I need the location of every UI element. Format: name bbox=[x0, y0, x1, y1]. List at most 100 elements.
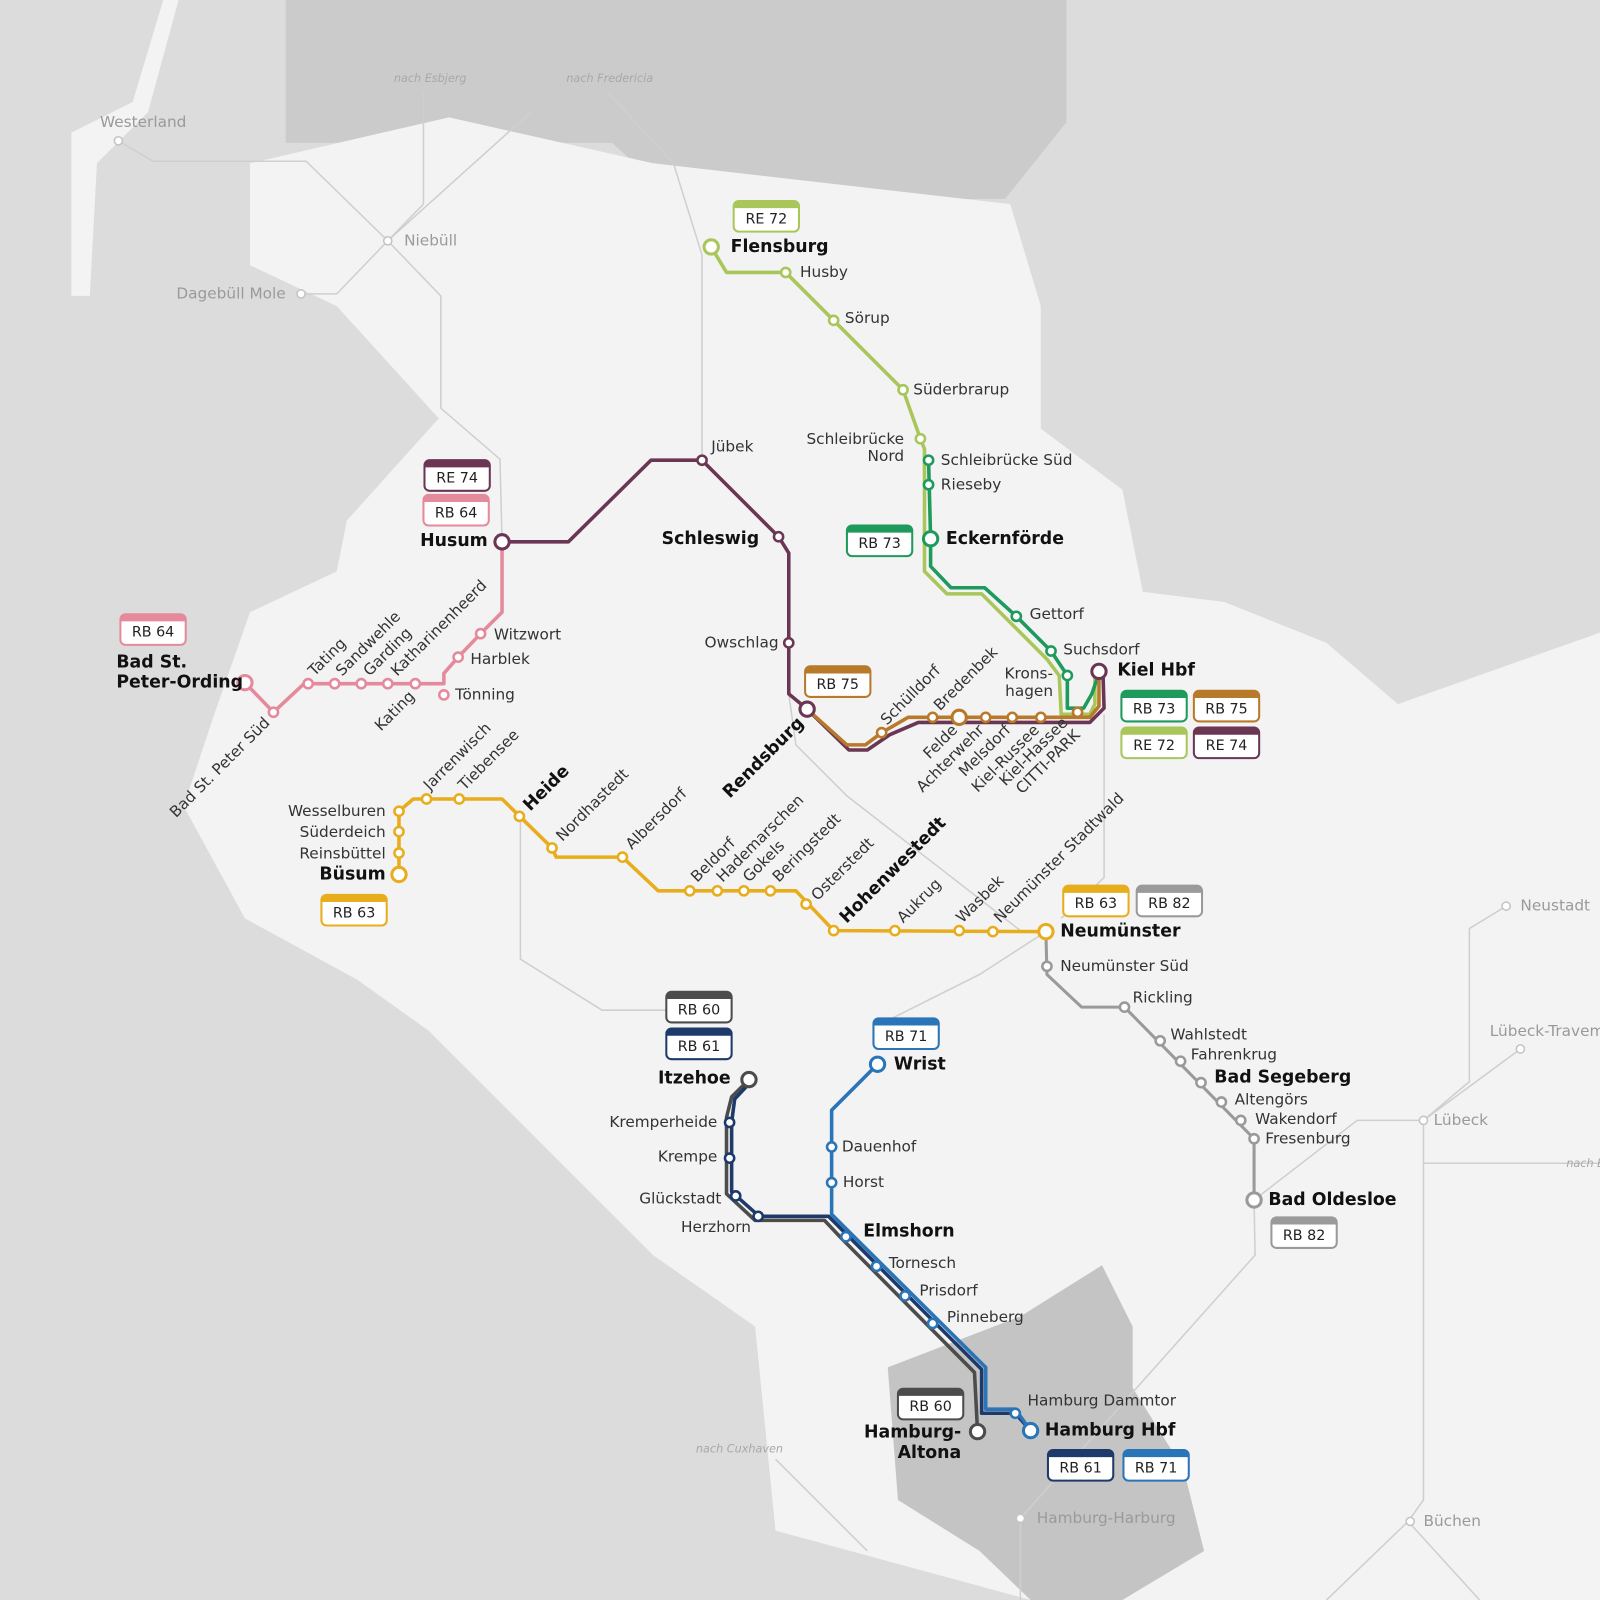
line-badge[interactable]: RB 61 bbox=[665, 1027, 733, 1061]
line-badge[interactable]: RB 75 bbox=[1192, 689, 1261, 723]
station-label[interactable]: Itzehoe bbox=[657, 1068, 731, 1089]
station-label[interactable]: Büsum bbox=[319, 864, 386, 885]
station-label[interactable]: Sörup bbox=[844, 308, 890, 328]
station-label[interactable]: Fahrenkrug bbox=[1190, 1045, 1277, 1064]
station-marker[interactable] bbox=[546, 842, 558, 854]
station-marker[interactable] bbox=[452, 651, 465, 664]
station-label[interactable]: Bad St. Peter-Ording bbox=[116, 652, 244, 693]
station-marker[interactable] bbox=[840, 1230, 852, 1243]
station-marker[interactable] bbox=[1154, 1034, 1167, 1047]
station-label[interactable]: Dauenhof bbox=[841, 1137, 917, 1156]
station-marker[interactable] bbox=[782, 636, 795, 649]
station-label[interactable]: Owschlag bbox=[704, 633, 779, 652]
station-label[interactable]: Reinsbüttel bbox=[299, 844, 386, 863]
station-marker[interactable] bbox=[868, 1055, 887, 1073]
station-label[interactable]: Krons- hagen bbox=[1004, 664, 1054, 700]
station-label[interactable]: Tönning bbox=[455, 685, 515, 704]
station-label[interactable]: Kremperheide bbox=[609, 1112, 718, 1132]
station-marker[interactable] bbox=[968, 1422, 987, 1441]
station-label[interactable]: Kiel Hbf bbox=[1117, 660, 1195, 681]
station-marker[interactable] bbox=[390, 865, 408, 884]
station-marker[interactable] bbox=[420, 793, 433, 805]
station-label[interactable]: Wrist bbox=[893, 1054, 946, 1075]
station-marker[interactable] bbox=[752, 1210, 765, 1223]
station-marker[interactable] bbox=[779, 266, 792, 279]
line-badge[interactable]: RB 71 bbox=[872, 1017, 940, 1050]
station-label[interactable]: Neumünster bbox=[1060, 921, 1181, 942]
station-label[interactable]: Glückstadt bbox=[639, 1189, 722, 1208]
station-marker[interactable] bbox=[453, 793, 466, 805]
station-marker[interactable] bbox=[1195, 1076, 1207, 1089]
station-marker[interactable] bbox=[827, 314, 840, 327]
line-badge[interactable]: RB 73 bbox=[845, 524, 914, 558]
station-label[interactable]: Elmshorn bbox=[863, 1221, 955, 1242]
station-marker[interactable] bbox=[772, 530, 785, 543]
station-marker[interactable] bbox=[1215, 1096, 1228, 1108]
station-label[interactable]: Bad Segeberg bbox=[1214, 1067, 1352, 1088]
station-marker[interactable] bbox=[723, 1116, 736, 1129]
station-marker[interactable] bbox=[393, 825, 405, 838]
station-label[interactable]: Krempe bbox=[657, 1147, 718, 1166]
station-marker[interactable] bbox=[914, 432, 927, 445]
station-marker[interactable] bbox=[827, 924, 840, 937]
station-label[interactable]: Hamburg Dammtor bbox=[1027, 1391, 1177, 1410]
station-marker[interactable] bbox=[381, 677, 394, 690]
station-marker[interactable] bbox=[1118, 1001, 1131, 1014]
station-label[interactable]: Schleswig bbox=[661, 528, 760, 549]
line-badge[interactable]: RB 64 bbox=[119, 613, 187, 646]
station-marker[interactable] bbox=[926, 1317, 939, 1330]
station-marker[interactable] bbox=[616, 851, 629, 864]
station-marker[interactable] bbox=[921, 530, 940, 548]
station-label[interactable]: Tornesch bbox=[888, 1253, 957, 1272]
station-label[interactable]: Flensburg bbox=[730, 236, 829, 258]
station-label[interactable]: Husby bbox=[799, 262, 848, 282]
station-marker[interactable] bbox=[979, 711, 992, 724]
station-marker[interactable] bbox=[953, 924, 966, 937]
station-marker[interactable] bbox=[1245, 1191, 1263, 1209]
station-label[interactable]: Herzhorn bbox=[680, 1217, 752, 1237]
station-marker[interactable] bbox=[723, 1152, 736, 1165]
station-label[interactable]: Süderbrarup bbox=[913, 380, 1010, 399]
station-marker[interactable] bbox=[355, 677, 368, 690]
station-marker[interactable] bbox=[1037, 922, 1055, 941]
station-marker[interactable] bbox=[236, 673, 254, 692]
station-label[interactable]: Husum bbox=[420, 530, 488, 552]
station-marker[interactable] bbox=[926, 711, 939, 724]
station-marker[interactable] bbox=[1010, 610, 1023, 623]
station-marker[interactable] bbox=[711, 884, 724, 897]
line-badge[interactable]: RE 74 bbox=[1192, 726, 1261, 760]
station-marker[interactable] bbox=[328, 677, 341, 690]
station-label[interactable]: Rieseby bbox=[940, 474, 1002, 494]
station-marker[interactable] bbox=[1045, 645, 1057, 657]
station-marker[interactable] bbox=[729, 1190, 742, 1202]
line-badge[interactable]: RB 75 bbox=[804, 665, 872, 698]
station-marker[interactable] bbox=[825, 1141, 838, 1153]
line-badge[interactable]: RB 71 bbox=[1122, 1448, 1190, 1482]
station-marker[interactable] bbox=[738, 884, 750, 897]
station-label[interactable]: Neumünster Süd bbox=[1060, 956, 1189, 975]
station-marker[interactable] bbox=[922, 454, 935, 467]
station-marker[interactable] bbox=[1006, 711, 1019, 724]
station-marker[interactable] bbox=[409, 677, 422, 690]
line-badge[interactable]: RE 72 bbox=[1120, 726, 1188, 760]
station-label[interactable]: Hamburg- Altona bbox=[863, 1422, 962, 1464]
station-marker[interactable] bbox=[493, 533, 511, 551]
station-marker[interactable] bbox=[899, 1290, 911, 1302]
station-label[interactable]: Horst bbox=[842, 1172, 885, 1192]
station-marker[interactable] bbox=[1174, 1055, 1187, 1068]
station-marker[interactable] bbox=[302, 677, 315, 690]
line-badge[interactable]: RB 82 bbox=[1270, 1216, 1338, 1249]
line-badge[interactable]: RE 72 bbox=[732, 199, 800, 233]
station-marker[interactable] bbox=[1034, 711, 1047, 724]
station-marker[interactable] bbox=[474, 627, 487, 640]
station-marker[interactable] bbox=[1041, 960, 1053, 973]
station-label[interactable]: Pinneberg bbox=[946, 1307, 1024, 1327]
station-marker[interactable] bbox=[800, 898, 812, 910]
station-marker[interactable] bbox=[889, 924, 901, 937]
station-marker[interactable] bbox=[1021, 1421, 1040, 1440]
station-label[interactable]: Gettorf bbox=[1029, 604, 1084, 623]
station-marker[interactable] bbox=[1071, 706, 1084, 719]
station-marker[interactable] bbox=[267, 706, 280, 719]
station-marker[interactable] bbox=[825, 1176, 838, 1189]
station-marker[interactable] bbox=[740, 1070, 758, 1089]
